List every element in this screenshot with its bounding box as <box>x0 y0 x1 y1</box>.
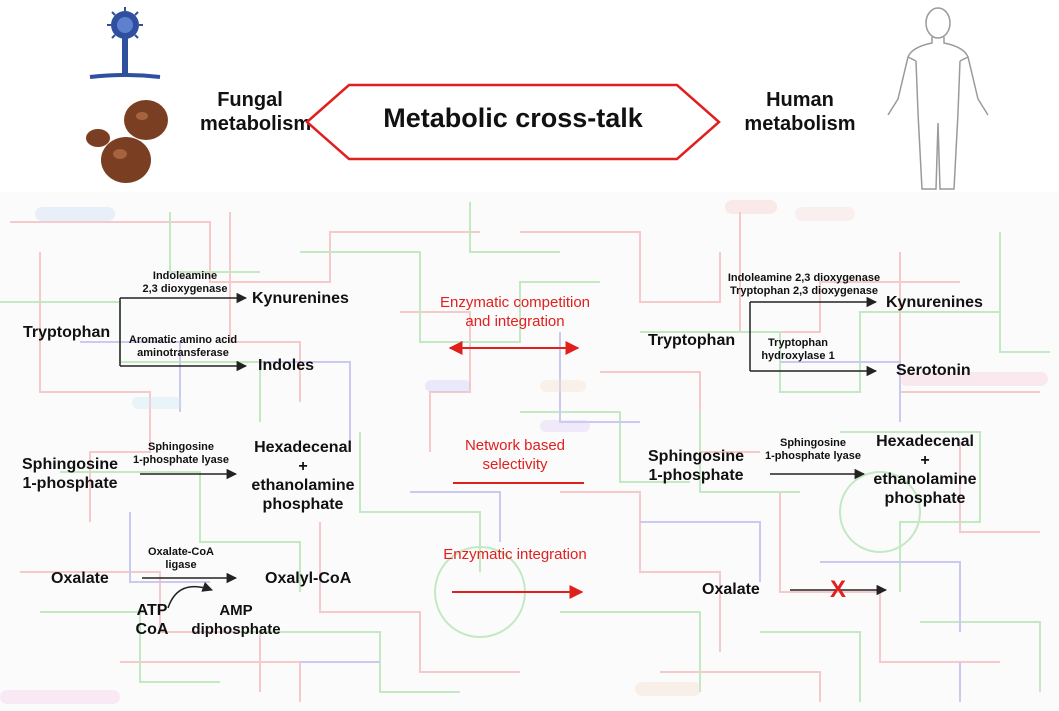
human-serotonin: Serotonin <box>896 362 971 379</box>
blocked-cross-icon: X <box>830 576 847 603</box>
fungal-tryptophan: Tryptophan <box>23 324 111 341</box>
fungal-sphingosine-1-phosphate: Sphingosine 1-phosphate <box>22 456 118 492</box>
human-body-icon <box>887 7 989 190</box>
human-kynurenines: Kynurenines <box>886 294 983 311</box>
human-s1p-lyase-enzyme: Sphingosine 1-phosphate lyase <box>765 437 861 462</box>
fungal-atp-amp-arrow <box>167 581 213 609</box>
human-tph1-enzyme: Tryptophan hydroxylase 1 <box>761 337 835 362</box>
human-tryptophan: Tryptophan <box>648 332 736 349</box>
fungal-kynurenines: Kynurenines <box>252 290 349 307</box>
human-hexadecenal-product: Hexadecenal + ethanolamine phosphate <box>873 433 977 507</box>
selectivity-label: Network based selectivity <box>464 437 566 473</box>
fungal-aat-enzyme: Aromatic amino acid aminotransferase <box>128 334 238 359</box>
fungal-metabolism-label: Fungal metabolism <box>200 89 312 135</box>
human-oxalate: Oxalate <box>702 581 760 598</box>
fungus-icon <box>89 7 161 79</box>
competition-label: Enzymatic competition and integration <box>439 294 591 330</box>
fungal-ido-enzyme: Indoleamine 2,3 dioxygenase <box>142 270 228 295</box>
fungal-s1p-lyase-enzyme: Sphingosine 1-phosphate lyase <box>133 441 229 466</box>
fungal-indoles: Indoles <box>258 357 315 374</box>
fungal-oxalyl-coa: Oxalyl-CoA <box>265 570 352 587</box>
banner-title: Metabolic cross-talk <box>383 103 643 133</box>
human-metabolism-label: Human metabolism <box>744 89 856 135</box>
spores-icon <box>86 100 168 183</box>
fungal-atp-coa-cofactors: ATP CoA <box>135 602 169 638</box>
fungal-oxalate: Oxalate <box>51 570 109 587</box>
human-sphingosine-1-phosphate: Sphingosine 1-phosphate <box>648 448 744 484</box>
fungal-oxalate-coa-ligase: Oxalate-CoA ligase <box>147 546 215 571</box>
fungal-amp-diphosphate: AMP diphosphate <box>191 602 281 638</box>
human-ido-tdo-enzymes: Indoleamine 2,3 dioxygenase Tryptophan 2… <box>727 272 881 297</box>
cross-talk-banner-shape <box>305 83 721 161</box>
fungal-hexadecenal-product: Hexadecenal + ethanolamine phosphate <box>251 439 355 513</box>
integration-label: Enzymatic integration <box>443 546 587 563</box>
